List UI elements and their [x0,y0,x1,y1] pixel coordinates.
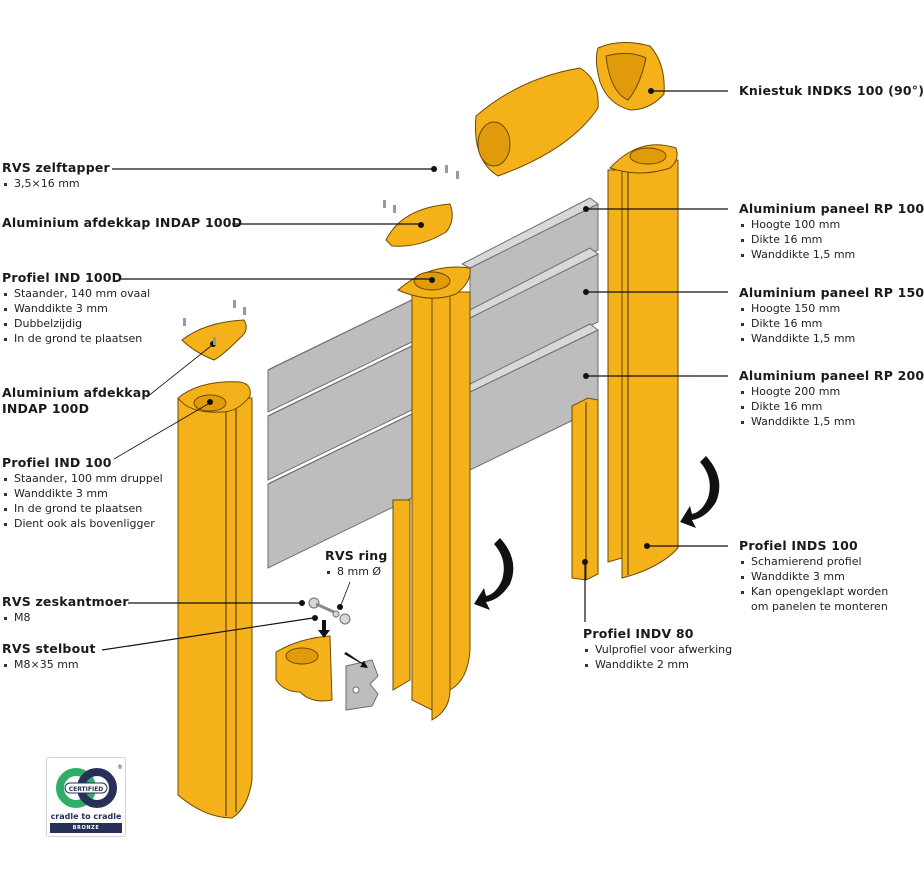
label-kniestuk-indks-100: Kniestuk INDKS 100 (90°) [739,83,924,99]
bolt-set [308,597,368,668]
label-title-line1: Aluminium afdekkap [2,385,151,400]
foot-adapter [275,635,379,711]
spec-item: Wanddikte 1,5 mm [739,414,924,429]
rotate-arrow-icon [680,456,720,528]
spec-item: Vulprofiel voor afwerking [583,642,732,657]
spec-item-continued: om panelen te monteren [751,600,888,613]
label-title: Kniestuk INDKS 100 (90°) [739,83,924,98]
spec-item: Kan opengeklapt worden [739,584,888,599]
panels-right [460,197,599,471]
leader-lines [101,90,728,651]
elbow-indks-100 [474,42,665,177]
label-title: Aluminium paneel RP 100 [739,201,924,216]
registered-mark: ® [117,764,123,771]
c2c-mark-text: CERTIFIED [69,786,104,793]
spec-item: Dikte 16 mm [739,316,924,331]
label-paneel-rp150: Aluminium paneel RP 150 Hoogte 150 mm Di… [739,285,924,346]
spec-item: M8×35 mm [2,657,96,672]
label-title: Aluminium paneel RP 150 [739,285,924,300]
spec-item: 3,5×16 mm [2,176,110,191]
spec-item: Dient ook als bovenligger [2,516,163,531]
label-profiel-ind-100: Profiel IND 100 Staander, 100 mm druppel… [2,455,163,531]
spec-item: Wanddikte 1,5 mm [739,331,924,346]
spec-item: 8 mm Ø [325,564,388,579]
c2c-level: BRONZE [50,823,122,833]
label-title: Profiel INDV 80 [583,626,694,641]
label-rvs-ring: RVS ring 8 mm Ø [325,548,388,579]
spec-item: Dikte 16 mm [739,399,924,414]
post-ind-100d [392,266,471,721]
cap-indap-100d-left [181,300,247,361]
cap-indap-100d-top [383,165,459,247]
label-profiel-indv-80: Profiel INDV 80 Vulprofiel voor afwerkin… [583,626,732,672]
rotate-arrow-icon [474,538,514,610]
label-title: Profiel IND 100 [2,455,112,470]
spec-item: Wanddikte 3 mm [739,569,888,584]
label-title: RVS zeskantmoer [2,594,129,609]
post-inds-100 [607,144,679,579]
spec-item: Hoogte 150 mm [739,301,924,316]
spec-item: Staander, 100 mm druppel [2,471,163,486]
label-title: RVS stelbout [2,641,96,656]
post-ind-100 [177,381,253,819]
label-paneel-rp100: Aluminium paneel RP 100 Hoogte 100 mm Di… [739,201,924,262]
cradle-to-cradle-badge: CERTIFIED ® cradle to cradle BRONZE [46,757,126,837]
label-profiel-inds-100: Profiel INDS 100 Schamierend profiel Wan… [739,538,888,614]
label-rvs-zelftapper: RVS zelftapper 3,5×16 mm [2,160,110,191]
spec-item: In de grond te plaatsen [2,331,150,346]
label-title: RVS zelftapper [2,160,110,175]
label-title: Profiel IND 100D [2,270,123,285]
spec-item: Staander, 140 mm ovaal [2,286,150,301]
spec-item: Dubbelzijdig [2,316,150,331]
label-title-line2: INDAP 100D [2,401,90,416]
spec-item: Wanddikte 2 mm [583,657,732,672]
label-afdekkap-indap-100d-left: Aluminium afdekkap INDAP 100D [2,385,151,417]
spec-item: Wanddikte 3 mm [2,486,163,501]
label-profiel-ind-100d: Profiel IND 100D Staander, 140 mm ovaal … [2,270,150,346]
spec-item: Dikte 16 mm [739,232,924,247]
spec-item: In de grond te plaatsen [2,501,163,516]
label-paneel-rp200: Aluminium paneel RP 200 Hoogte 200 mm Di… [739,368,924,429]
label-rvs-zeskantmoer: RVS zeskantmoer M8 [2,594,129,625]
spec-item: Schamierend profiel [739,554,888,569]
c2c-name: cradle to cradle [50,812,122,821]
label-title: Profiel INDS 100 [739,538,858,553]
label-title: Aluminium afdekkap INDAP 100D [2,215,243,230]
panels-left [267,291,429,569]
spec-item: Wanddikte 1,5 mm [739,247,924,262]
spec-item: Hoogte 200 mm [739,384,924,399]
c2c-logo-icon: CERTIFIED ® [56,764,123,808]
spec-item: M8 [2,610,129,625]
label-title: RVS ring [325,548,388,563]
spec-item: Hoogte 100 mm [739,217,924,232]
label-rvs-stelbout: RVS stelbout M8×35 mm [2,641,96,672]
label-afdekkap-indap-100d-top: Aluminium afdekkap INDAP 100D [2,215,242,231]
label-title: Aluminium paneel RP 200 [739,368,924,383]
profile-indv-80 [571,397,599,581]
spec-item: Wanddikte 3 mm [2,301,150,316]
